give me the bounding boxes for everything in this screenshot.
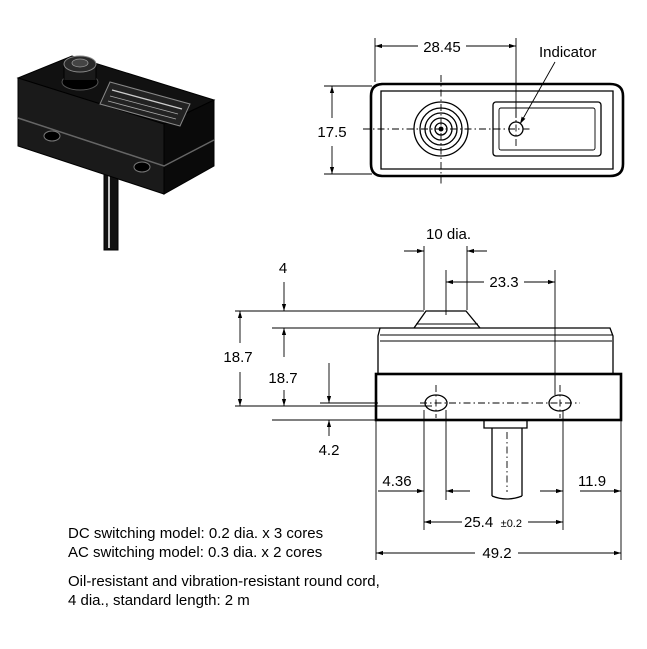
dim-hole-pitch: 25.4 ±0.2	[464, 514, 522, 531]
note-ac-model: AC switching model: 0.3 dia. x 2 cores	[68, 544, 323, 561]
dim-4-2: 4.2	[319, 442, 340, 459]
dim-11-9: 11.9	[578, 473, 606, 490]
hole-pitch-tolerance: ±0.2	[501, 518, 522, 530]
dim-4-36: 4.36	[382, 473, 411, 490]
front-view: 10 dia. 23.3 4 18.7 18.7 4.2	[223, 226, 623, 562]
dim-height-hole: 18.7	[268, 370, 297, 387]
dim-button-offset: 23.3	[489, 274, 518, 291]
note-cord-line1: Oil-resistant and vibration-resistant ro…	[68, 573, 380, 590]
product-illustration	[16, 55, 216, 251]
hole-pitch-value: 25.4	[464, 514, 493, 531]
top-view: 28.45 17.5 Indicator	[317, 38, 625, 186]
dim-button-dia: 10 dia.	[426, 226, 471, 243]
indicator-label: Indicator	[539, 44, 597, 61]
dim-height-total: 18.7	[223, 349, 252, 366]
dim-top-height: 17.5	[317, 124, 346, 141]
cord-notes: DC switching model: 0.2 dia. x 3 cores A…	[68, 524, 628, 610]
note-dc-model: DC switching model: 0.2 dia. x 3 cores	[68, 525, 324, 542]
dim-overall-width: 49.2	[482, 545, 511, 562]
dim-4: 4	[279, 260, 287, 277]
note-cord-line2: 4 dia., standard length: 2 m	[68, 592, 250, 609]
dim-top-width: 28.45	[423, 39, 461, 56]
